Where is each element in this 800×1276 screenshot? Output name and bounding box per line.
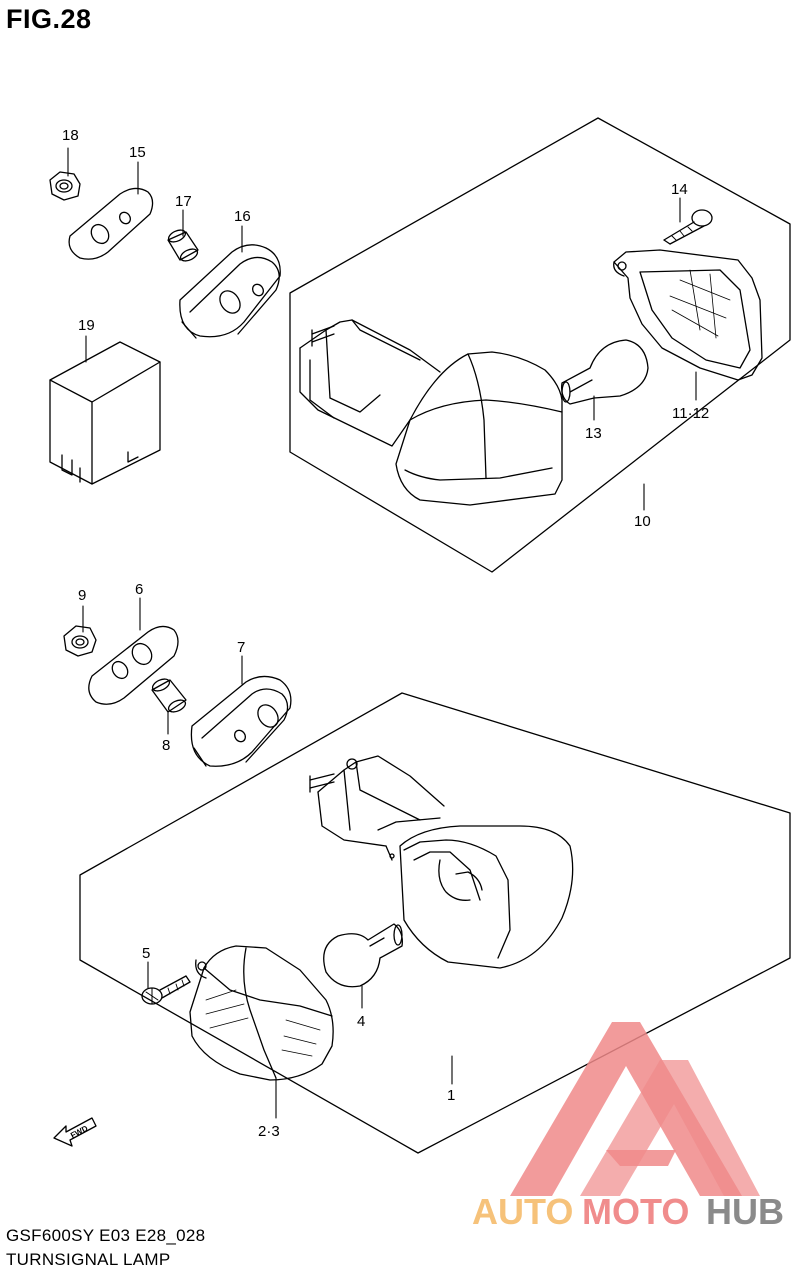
leader-lines <box>67 147 697 1119</box>
screw-5 <box>141 975 191 1005</box>
callout-10: 10 <box>634 513 651 530</box>
turn-lamp-assembly-10 <box>299 319 563 506</box>
watermark-part-hub: HUB <box>706 1191 784 1232</box>
plate-6 <box>88 625 179 705</box>
plate-15 <box>68 187 154 260</box>
bulb-4 <box>323 923 403 988</box>
bulb-13 <box>561 339 649 405</box>
turn-lamp-assembly-1 <box>309 755 574 969</box>
figure-title: FIG.28 <box>6 4 92 34</box>
lens-11-12 <box>613 249 763 381</box>
callout-11-12: 11·12 <box>672 405 709 422</box>
callout-2-3: 2·3 <box>258 1123 280 1140</box>
fwd-arrow-icon: FWD <box>53 1117 97 1147</box>
callout-13: 13 <box>585 425 602 442</box>
callout-18: 18 <box>62 127 79 144</box>
callout-5: 5 <box>142 945 150 962</box>
callout-9: 9 <box>78 587 86 604</box>
callout-7: 7 <box>237 639 245 656</box>
relay-19 <box>49 341 161 485</box>
lens-2-3 <box>189 945 334 1081</box>
section-name: TURNSIGNAL LAMP <box>6 1250 171 1269</box>
watermark-part-moto: MOTO <box>582 1191 689 1232</box>
callout-8: 8 <box>162 737 170 754</box>
assembly-box-1 <box>79 692 791 1154</box>
callout-16: 16 <box>234 208 251 225</box>
callout-14: 14 <box>671 181 688 198</box>
watermark-part-auto: AUTO <box>472 1191 573 1232</box>
callout-1: 1 <box>447 1087 455 1104</box>
collar-8 <box>151 678 187 713</box>
screw-14 <box>663 209 713 245</box>
cushion-7 <box>190 675 292 767</box>
callout-6: 6 <box>135 581 143 598</box>
model-code: GSF600SY E03 E28_028 <box>6 1226 206 1245</box>
nut-18 <box>49 171 81 201</box>
nut-9 <box>63 625 97 657</box>
callout-19: 19 <box>78 317 95 334</box>
assembly-box-10 <box>289 117 791 573</box>
callout-4: 4 <box>357 1013 365 1030</box>
collar-17 <box>167 229 199 262</box>
callout-labels: 18 15 17 16 19 14 13 11·12 10 9 6 7 8 5 … <box>62 127 709 1140</box>
callout-15: 15 <box>129 144 146 161</box>
cushion-16 <box>179 244 281 339</box>
watermark-logo-icon <box>510 1022 760 1196</box>
callout-17: 17 <box>175 193 192 210</box>
